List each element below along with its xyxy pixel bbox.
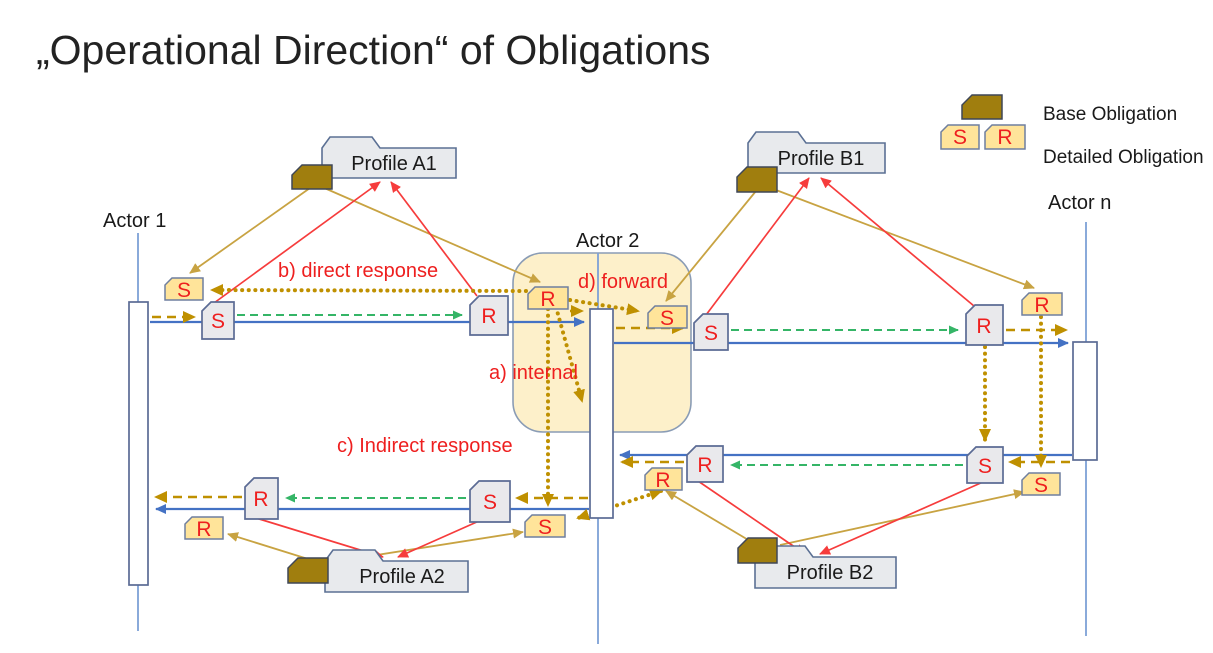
card-s-actorn-bottom xyxy=(966,446,1004,484)
gray-cards xyxy=(201,295,1004,523)
yellow-cards xyxy=(164,277,1063,540)
card-letter-s: S xyxy=(660,307,674,330)
legend-detailed-label: Detailed Obligation xyxy=(1043,147,1204,168)
legend-s-letter: S xyxy=(953,126,967,149)
card-s-actor1-bottomline xyxy=(469,480,511,523)
lifelines xyxy=(137,222,1087,644)
ycard-s-actor1 xyxy=(164,277,204,301)
card-r-actor2-bottom xyxy=(686,445,724,483)
dot-forward-r-to-s xyxy=(568,298,640,316)
link-r-to-b2 xyxy=(697,480,806,555)
actor1-label: Actor 1 xyxy=(103,210,166,232)
profile-a1-label: Profile A1 xyxy=(351,153,437,175)
dot-direct-response xyxy=(210,284,528,297)
link-r-to-a1 xyxy=(390,181,478,297)
card-letter-s: S xyxy=(483,491,497,514)
card-s-actor1-top xyxy=(201,301,235,340)
legend-base-obligation-icon xyxy=(961,94,1003,120)
link-b1-to-r xyxy=(775,189,1035,290)
link-s-to-b2 xyxy=(819,481,984,555)
legend-r-letter: R xyxy=(997,126,1012,149)
ycard-s-actor2-box xyxy=(647,305,688,329)
actor1-activation-bar xyxy=(128,301,149,586)
profile-b1-box xyxy=(747,131,886,174)
dot-internal xyxy=(554,305,585,403)
card-letter-s: S xyxy=(1034,474,1048,497)
link-r-to-b1 xyxy=(820,177,975,307)
card-r-actor2-top xyxy=(469,295,509,336)
annotation-indirect-response: c) Indirect response xyxy=(337,435,513,457)
profile-b2-label: Profile B2 xyxy=(787,562,874,584)
ycard-r-actorn xyxy=(1021,292,1063,316)
link-a1-to-s xyxy=(189,187,311,274)
card-letter-r: R xyxy=(540,288,555,311)
link-a2-to-r xyxy=(227,532,309,560)
base-obligation-b1 xyxy=(736,166,778,193)
card-r-actorn-top xyxy=(965,304,1004,346)
ycard-s-actor2-bottom xyxy=(524,514,566,538)
legend-s-card-icon xyxy=(940,124,980,150)
ycard-r-actor1-bottom xyxy=(184,516,224,540)
activation-bars xyxy=(128,301,1098,586)
card-letter-r: R xyxy=(1034,294,1049,317)
profile-b1-label: Profile B1 xyxy=(778,148,865,170)
card-letter-s: S xyxy=(211,310,225,333)
confirmation-lines xyxy=(237,310,963,503)
annotation-direct-response: b) direct response xyxy=(278,260,438,282)
ycard-s-actorn xyxy=(1021,472,1061,496)
card-letter-r: R xyxy=(655,469,670,492)
card-letter-r: R xyxy=(976,315,991,338)
card-letter-s: S xyxy=(177,279,191,302)
base-obligation-b2 xyxy=(737,537,778,564)
card-s-actor2-right xyxy=(693,313,729,351)
profile-boxes xyxy=(321,131,897,593)
card-letters: S R S R S R S R S R S R S R S R xyxy=(177,279,1050,541)
legend: S R Base Obligation Detailed Obligation xyxy=(940,94,1204,168)
profile-a2-label: Profile A2 xyxy=(359,566,445,588)
legend-base-label: Base Obligation xyxy=(1043,104,1177,125)
actorn-activation-bar xyxy=(1072,341,1098,461)
ycard-r-actor2-bottom xyxy=(644,467,683,491)
base-obligation-a1 xyxy=(291,164,333,190)
annotation-internal: a) internal xyxy=(489,362,578,384)
link-s-to-b1 xyxy=(705,177,810,316)
profile-a1-box xyxy=(321,136,457,179)
card-letter-s: S xyxy=(978,455,992,478)
slide-title: „Operational Direction“ of Obligations xyxy=(36,27,711,73)
link-s-to-a2 xyxy=(397,520,480,558)
card-letter-r: R xyxy=(253,488,268,511)
link-b1-to-s xyxy=(665,190,757,302)
card-letter-r: R xyxy=(697,454,712,477)
link-s-to-a1 xyxy=(213,181,381,304)
card-letter-s: S xyxy=(704,322,718,345)
legend-r-card-icon xyxy=(984,124,1026,150)
base-obligations xyxy=(287,164,778,584)
card-letter-r: R xyxy=(196,518,211,541)
annotation-forward: d) forward xyxy=(578,271,668,293)
card-r-actor1-bottom xyxy=(244,477,279,520)
card-letter-r: R xyxy=(481,305,496,328)
actorn-label: Actor n xyxy=(1048,192,1111,214)
ycard-r-actor2-box xyxy=(527,286,569,310)
actor2-label: Actor 2 xyxy=(576,230,639,252)
actor2-activation-bar xyxy=(589,308,614,519)
card-letter-s: S xyxy=(538,516,552,539)
link-b2-to-r xyxy=(665,490,751,542)
base-obligation-a2 xyxy=(287,557,329,584)
